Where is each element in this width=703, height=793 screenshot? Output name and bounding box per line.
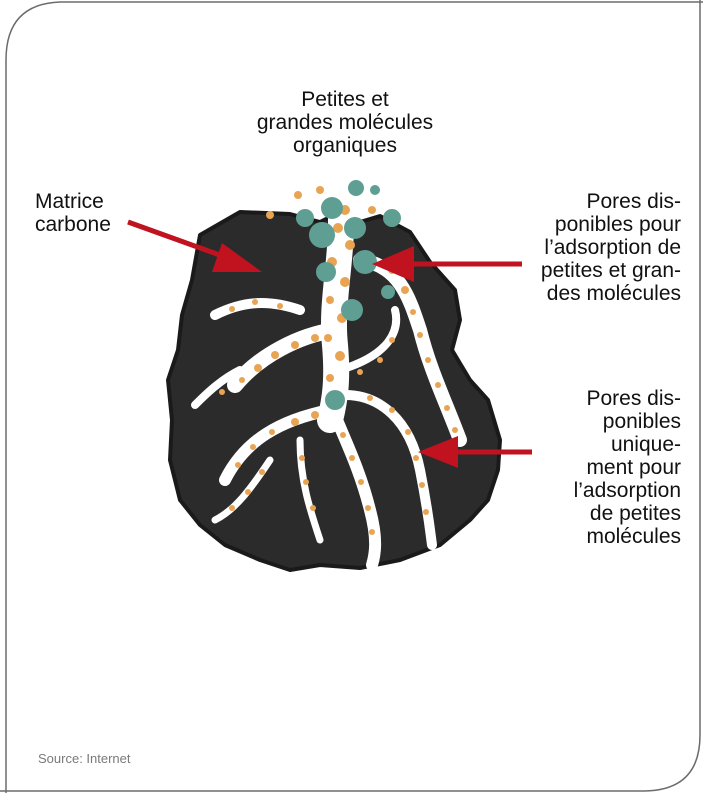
label-line: ponibles bbox=[521, 410, 681, 433]
label-carbon-matrix: Matrice carbone bbox=[35, 190, 111, 236]
label-molecules: Petites et grandes molécules organiques bbox=[230, 88, 460, 157]
label-line: unique- bbox=[521, 433, 681, 456]
label-line: molécules bbox=[521, 525, 681, 548]
label-line: ment pour bbox=[521, 456, 681, 479]
label-large-pores: Pores dis- ponibles pour l’adsorption de… bbox=[521, 190, 681, 305]
label-line: carbone bbox=[35, 213, 111, 236]
label-line: ponibles pour bbox=[521, 213, 681, 236]
label-line: Pores dis- bbox=[521, 190, 681, 213]
label-line: des molécules bbox=[521, 282, 681, 305]
label-line: Matrice bbox=[35, 190, 111, 213]
label-line: Petites et bbox=[230, 88, 460, 111]
source-caption: Source: Internet bbox=[38, 751, 131, 766]
label-line: l’adsorption bbox=[521, 479, 681, 502]
label-small-pores: Pores dis- ponibles unique- ment pour l’… bbox=[521, 387, 681, 548]
label-line: l’adsorption de bbox=[521, 236, 681, 259]
label-line: de petites bbox=[521, 502, 681, 525]
label-line: grandes molécules bbox=[230, 111, 460, 134]
label-line: Pores dis- bbox=[521, 387, 681, 410]
label-line: organiques bbox=[230, 134, 460, 157]
label-line: petites et gran- bbox=[521, 259, 681, 282]
